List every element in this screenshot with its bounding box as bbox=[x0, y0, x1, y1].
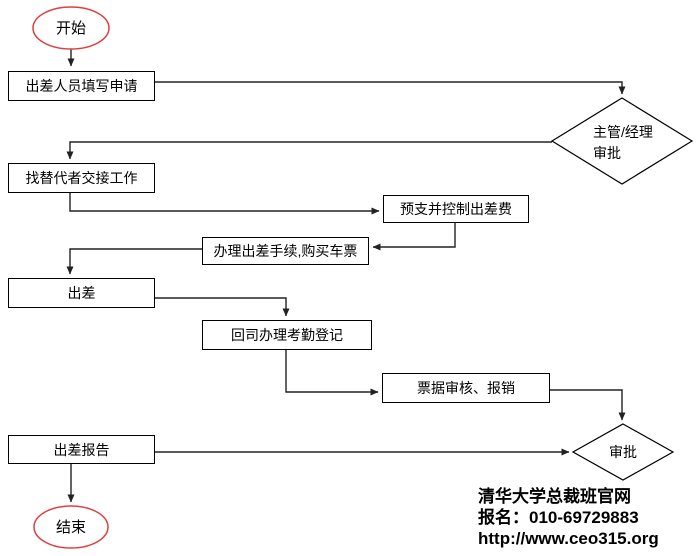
edge-handover-to-advance-expense bbox=[69, 193, 380, 215]
node-attendance-register-label: 回司办理考勤登记 bbox=[231, 327, 343, 343]
edge-application-to-manager-approval bbox=[155, 81, 626, 95]
node-fill-application-label: 出差人员填写申请 bbox=[25, 78, 138, 94]
edge-manager-approval-to-handover bbox=[66, 141, 552, 160]
node-handover: 找替代者交接工作 bbox=[8, 163, 155, 193]
node-attendance-register: 回司办理考勤登记 bbox=[202, 320, 372, 350]
node-invoice-review: 票据审核、报销 bbox=[382, 373, 550, 403]
node-advance-expense-label: 预支并控制出差费 bbox=[400, 201, 512, 217]
manager-approval-diamond bbox=[550, 97, 694, 185]
node-procedures-tickets: 办理出差手续,购买车票 bbox=[202, 237, 369, 265]
edge-advance-expense-to-procedures bbox=[372, 223, 456, 251]
node-invoice-review-label: 票据审核、报销 bbox=[417, 380, 515, 396]
node-fill-application: 出差人员填写申请 bbox=[8, 71, 155, 101]
node-procedures-tickets-label: 办理出差手续,购买车票 bbox=[213, 243, 358, 259]
edge-attendance-to-invoice-review bbox=[285, 350, 379, 396]
edge-invoice-review-to-final-approval bbox=[550, 389, 626, 421]
footer-branding: 清华大学总裁班官网 报名：010-69729883 http://www.ceo… bbox=[478, 486, 659, 549]
end-ellipse bbox=[33, 505, 109, 549]
final-approval-diamond bbox=[571, 423, 675, 481]
footer-phone: 报名：010-69729883 bbox=[478, 508, 639, 527]
footer-site-name: 清华大学总裁班官网 bbox=[478, 487, 631, 506]
start-ellipse bbox=[32, 6, 110, 50]
node-advance-expense: 预支并控制出差费 bbox=[383, 195, 529, 223]
edge-business-trip-to-attendance bbox=[155, 297, 290, 317]
node-business-trip: 出差 bbox=[8, 278, 155, 308]
footer-url: http://www.ceo315.org bbox=[478, 529, 659, 548]
node-trip-report: 出差报告 bbox=[8, 435, 155, 464]
node-trip-report-label: 出差报告 bbox=[53, 441, 110, 458]
node-business-trip-label: 出差 bbox=[67, 285, 96, 301]
node-handover-label: 找替代者交接工作 bbox=[25, 170, 138, 186]
edge-procedures-to-business-trip bbox=[66, 248, 202, 275]
